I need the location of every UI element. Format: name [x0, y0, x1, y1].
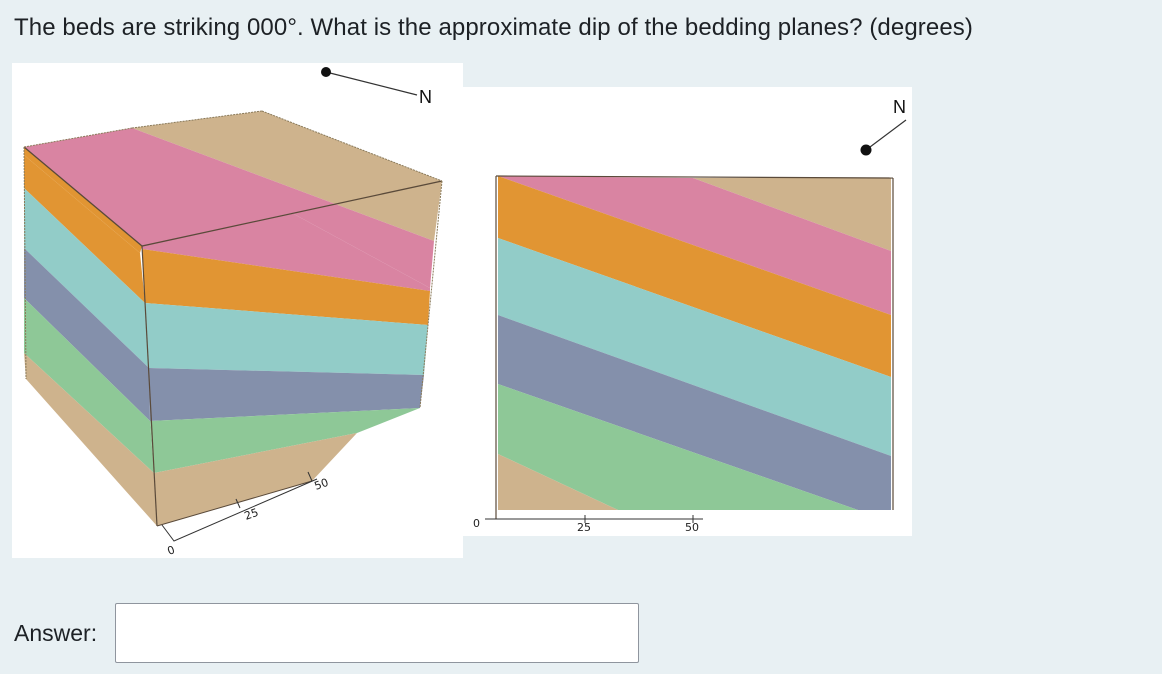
section-slate [498, 315, 891, 510]
left-green [24, 298, 154, 473]
block-diagram-figure: N 0 25 50 [12, 63, 463, 558]
answer-input[interactable] [115, 603, 639, 663]
front-teal [145, 303, 428, 375]
scale-axis [161, 478, 318, 542]
cross-section-figure: N 0 25 50 [463, 87, 912, 536]
section-green [498, 384, 858, 510]
section-teal [498, 238, 891, 456]
north-arrow-dot [321, 67, 331, 77]
top-face-pink [24, 128, 434, 288]
section-tan-bottom [498, 454, 618, 510]
block-diagram: N 0 25 50 [23, 67, 443, 558]
left-orange [24, 155, 145, 303]
north-label: N [893, 97, 906, 117]
scale-tick-25: 25 [577, 521, 591, 534]
front-green [150, 408, 420, 473]
cross-section: N 0 25 50 [473, 97, 907, 534]
section-orange [498, 176, 891, 377]
left-teal [24, 188, 149, 368]
front-tan-bottom [154, 433, 357, 526]
question-text: The beds are striking 000°. What is the … [14, 14, 973, 41]
scale-tick-25: 25 [243, 506, 261, 523]
north-arrow-dot [860, 144, 872, 156]
left-tan [24, 353, 157, 526]
answer-label: Answer: [14, 620, 98, 646]
scale-tick-0: 0 [473, 517, 480, 530]
north-arrow-line [865, 119, 907, 151]
scale-tick-50: 50 [685, 521, 699, 534]
front-slate [149, 368, 424, 421]
front-orange [142, 249, 430, 325]
scale-tick-0: 0 [166, 543, 177, 558]
top-face-tan [132, 111, 442, 241]
north-label: N [419, 87, 432, 107]
top-face-orange-edge [24, 147, 142, 253]
left-slate [24, 248, 150, 421]
north-arrow-line [325, 71, 418, 96]
front-pink [142, 213, 430, 291]
scale-tick-50: 50 [313, 476, 331, 493]
